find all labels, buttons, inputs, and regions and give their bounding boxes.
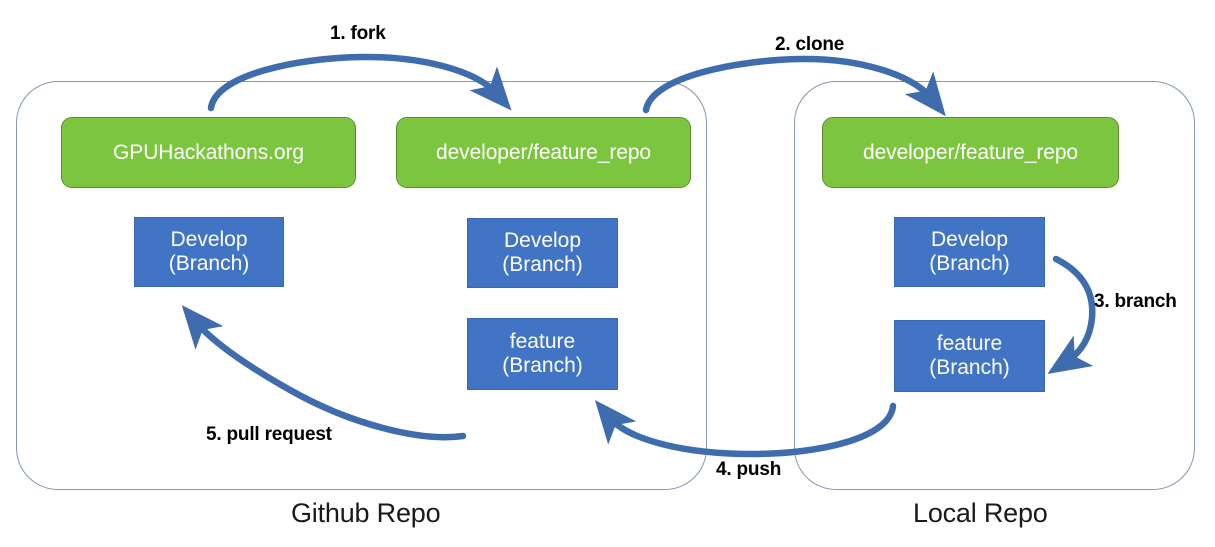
github-repo-caption: Github Repo	[291, 498, 441, 528]
step-label-fork: 1. fork	[330, 23, 386, 44]
step-label-branch: 3. branch	[1094, 291, 1177, 312]
repo-box-github-feature-repo[interactable]: developer/feature_repo	[396, 117, 691, 188]
branch-box-local-feature[interactable]: feature (Branch)	[894, 320, 1045, 392]
repo-box-gpuhackathons[interactable]: GPUHackathons.org	[61, 117, 356, 188]
branch-box-fork-feature[interactable]: feature (Branch)	[467, 318, 618, 390]
branch-box-upstream-develop[interactable]: Develop (Branch)	[134, 217, 284, 287]
branch-box-upstream-develop-name: Develop	[170, 228, 248, 252]
local-repo-caption: Local Repo	[913, 498, 1048, 528]
branch-box-local-develop-kind: (Branch)	[929, 252, 1010, 275]
branch-box-fork-feature-name: feature	[509, 330, 576, 354]
branch-box-local-feature-name: feature	[936, 332, 1003, 356]
branch-box-fork-feature-kind: (Branch)	[502, 354, 583, 377]
step-label-push: 4. push	[716, 459, 782, 480]
local-repo-container	[794, 81, 1195, 490]
branch-box-local-feature-kind: (Branch)	[929, 356, 1010, 379]
branch-box-fork-develop-name: Develop	[503, 229, 582, 253]
repo-box-github-feature-repo-label: developer/feature_repo	[436, 140, 651, 164]
repo-box-local-feature-repo[interactable]: developer/feature_repo	[822, 117, 1119, 188]
repo-box-local-feature-repo-label: developer/feature_repo	[863, 140, 1078, 164]
step-label-clone: 2. clone	[775, 34, 845, 55]
step-label-pull-request: 5. pull request	[206, 424, 332, 445]
branch-box-fork-develop-kind: (Branch)	[502, 253, 583, 276]
branch-box-fork-develop[interactable]: Develop (Branch)	[467, 218, 618, 288]
branch-box-upstream-develop-kind: (Branch)	[168, 252, 250, 275]
repo-box-gpuhackathons-label: GPUHackathons.org	[113, 140, 304, 164]
branch-box-local-develop[interactable]: Develop (Branch)	[894, 217, 1045, 287]
branch-box-local-develop-name: Develop	[930, 228, 1009, 252]
